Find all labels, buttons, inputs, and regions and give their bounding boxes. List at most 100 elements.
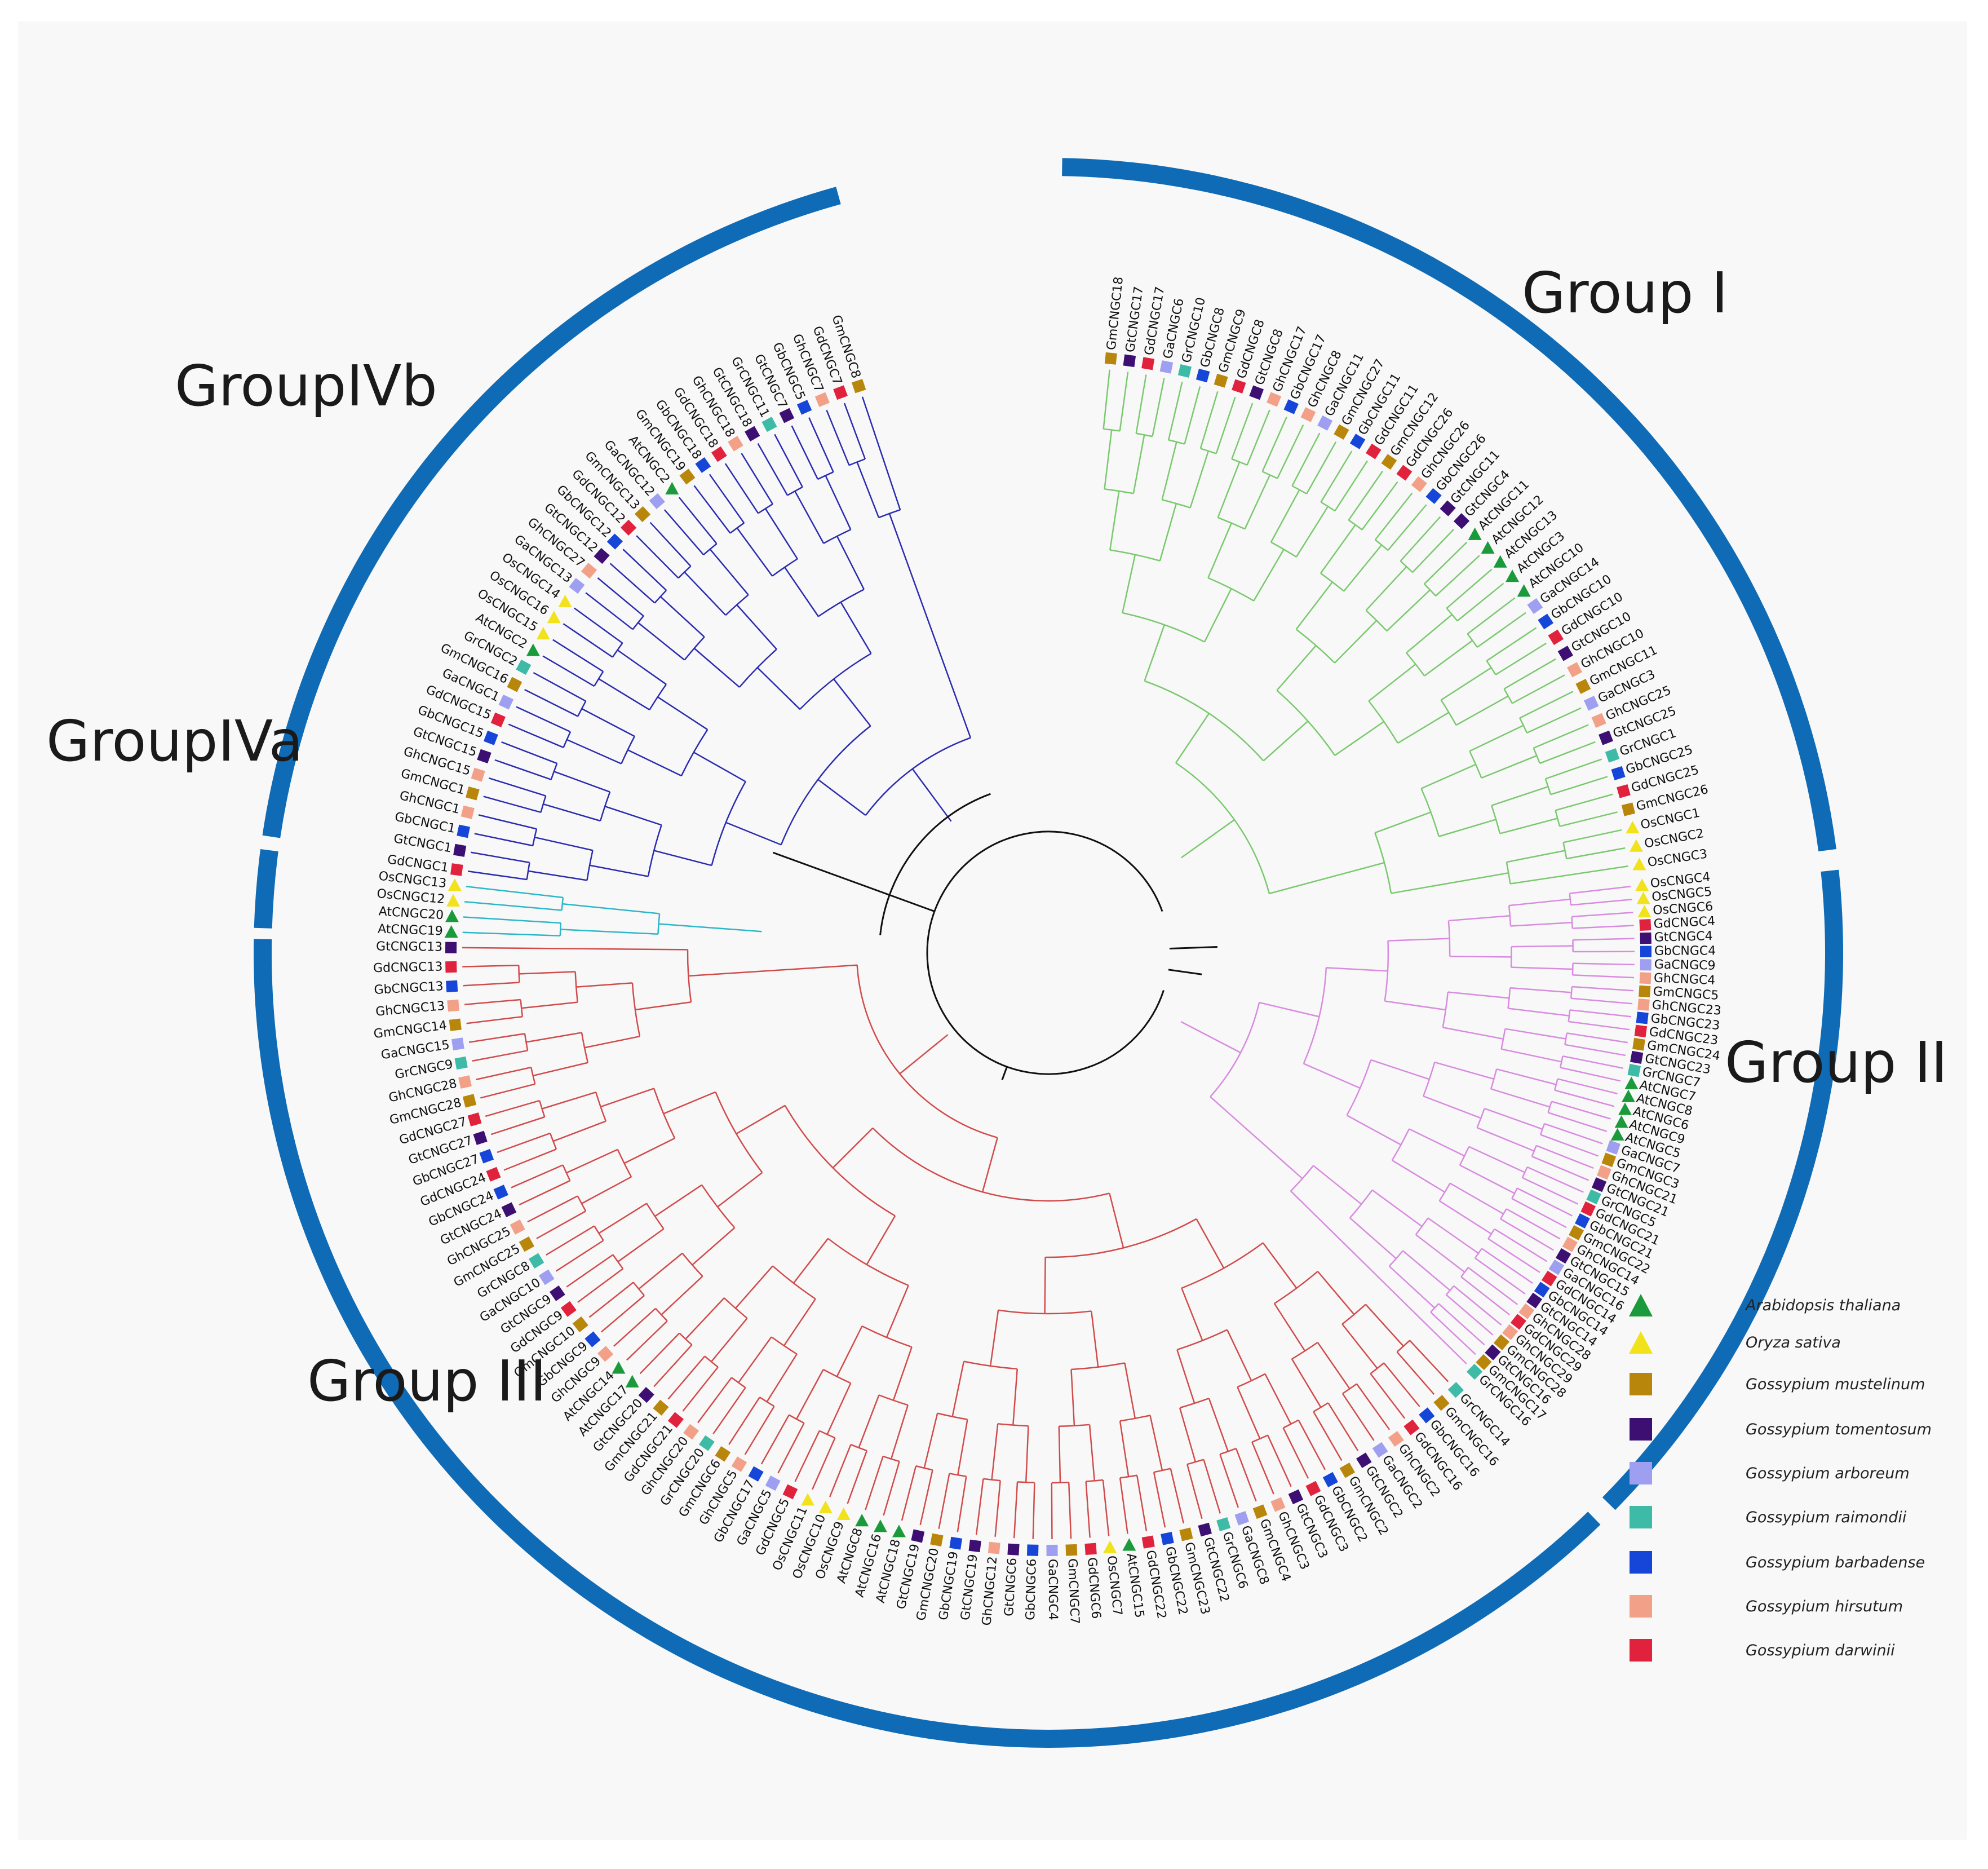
tree-branch — [866, 1215, 896, 1265]
tree-branch-arc — [711, 781, 746, 866]
tree-branch — [516, 706, 571, 733]
tree-branch — [542, 655, 595, 687]
tree-branch-arc — [998, 1309, 1092, 1315]
tree-branch — [1481, 755, 1537, 779]
leaf-marker-gh — [731, 1456, 747, 1472]
tree-branch-arc — [1119, 1474, 1137, 1479]
leaf-marker-gh — [471, 767, 485, 782]
tree-branch — [1159, 503, 1177, 562]
leaf-marker-gr — [698, 1435, 715, 1451]
tree-branch — [1531, 1155, 1589, 1181]
tree-branch — [552, 639, 604, 673]
leaf-marker-gm — [852, 379, 866, 394]
leaf-marker-gt — [1249, 385, 1264, 400]
leaf-label: GbCNGC13 — [374, 979, 444, 997]
leaf-marker-ga — [1640, 959, 1651, 971]
tree-branch — [1320, 450, 1353, 503]
tree-branch — [471, 851, 530, 864]
tree-branch — [1506, 1208, 1561, 1240]
tree-branch — [497, 1132, 551, 1154]
tree-branch — [1386, 589, 1431, 631]
tree-branch — [1371, 1189, 1423, 1227]
tree-branch — [649, 522, 692, 567]
leaf-marker-gr — [1447, 1382, 1464, 1398]
tree-branch-arc — [1217, 516, 1246, 530]
tree-branch-arc — [949, 1473, 967, 1477]
tree-branch — [1370, 1373, 1406, 1419]
leaf-marker-at — [1481, 541, 1495, 554]
tree-branch — [1477, 1127, 1535, 1152]
tree-branch-arc — [550, 763, 558, 780]
tree-branch — [1215, 396, 1236, 454]
tree-branch — [688, 964, 857, 977]
clade-stem — [899, 1034, 949, 1075]
leaf-marker-at — [855, 1514, 869, 1527]
leaf-label: GtCNGC6 — [1002, 1557, 1020, 1616]
leaf-marker-gb — [1196, 368, 1210, 383]
tree-branch-arc — [1251, 1434, 1268, 1443]
tree-branch — [1104, 430, 1113, 489]
tree-branch — [794, 1430, 820, 1482]
leaf-label: OsCNGC3 — [1646, 847, 1708, 870]
tree-branch — [1341, 1323, 1378, 1369]
leaf-marker-gb — [1349, 434, 1366, 449]
leaf-marker-gb — [1636, 1011, 1649, 1024]
leaf-marker-gm — [1065, 1544, 1078, 1556]
tree-branch — [784, 567, 819, 617]
root-backbone-radial — [772, 851, 935, 912]
tree-branch-arc — [1564, 1033, 1568, 1045]
leaf-marker-gm — [634, 506, 651, 523]
leaf-marker-gh — [1502, 1324, 1518, 1340]
leaf-marker-gm — [462, 1094, 477, 1108]
leaf-marker-gd — [782, 1484, 798, 1500]
root-backbone-radial — [1001, 1066, 1008, 1081]
tree-branch — [563, 623, 613, 658]
tree-branch-arc — [1460, 1267, 1469, 1278]
leaf-marker-at — [1618, 1102, 1632, 1115]
tree-branch — [833, 678, 871, 727]
tree-branch — [1427, 1217, 1479, 1254]
tree-branch — [1058, 1426, 1061, 1483]
leaf-marker-at — [625, 1375, 639, 1388]
tree-branch — [1320, 524, 1356, 574]
leaf-marker-os — [558, 594, 572, 607]
tree-branch — [1244, 474, 1271, 529]
tree-branch — [617, 1228, 665, 1262]
tree-branch — [478, 814, 537, 830]
tree-branch — [1402, 1250, 1451, 1291]
tree-branch — [794, 491, 825, 544]
leaf-marker-ga — [1234, 1511, 1249, 1526]
leaf-marker-gh — [1411, 476, 1427, 492]
tree-branch — [1420, 763, 1476, 789]
tree-branch — [1456, 582, 1504, 622]
tree-branch-arc — [1153, 1468, 1171, 1473]
leaf-marker-gb — [446, 980, 458, 992]
leaf-marker-gr — [454, 1056, 468, 1070]
tree-branch — [1573, 962, 1635, 966]
leaf-marker-at — [1614, 1115, 1628, 1128]
tree-branch — [1560, 1067, 1621, 1082]
tree-branch-arc — [878, 509, 901, 519]
tree-branch — [1450, 956, 1512, 958]
tree-branch — [892, 1346, 913, 1401]
tree-branch-arc — [850, 1444, 867, 1452]
tree-branch — [1571, 986, 1633, 992]
tree-branch — [1392, 1159, 1445, 1193]
tree-branch — [1509, 898, 1570, 907]
tree-branch — [1409, 1340, 1449, 1382]
tree-branch — [546, 1225, 595, 1256]
tree-branch — [1406, 614, 1453, 653]
tree-branch — [1447, 991, 1509, 999]
tree-branch-arc — [530, 1067, 536, 1085]
leaf-marker-os — [1635, 878, 1649, 891]
leaf-marker-gh — [458, 1075, 472, 1089]
clade-stem — [911, 768, 952, 822]
tree-branch — [717, 1172, 763, 1208]
tree-branch — [1477, 612, 1526, 648]
leaf-marker-gh — [1639, 972, 1651, 984]
tree-branch — [483, 796, 541, 813]
tree-branch — [883, 1461, 900, 1516]
leaf-marker-gh — [1270, 1497, 1286, 1512]
tree-branch — [1237, 1386, 1261, 1439]
leaf-marker-ga — [1372, 1442, 1388, 1458]
